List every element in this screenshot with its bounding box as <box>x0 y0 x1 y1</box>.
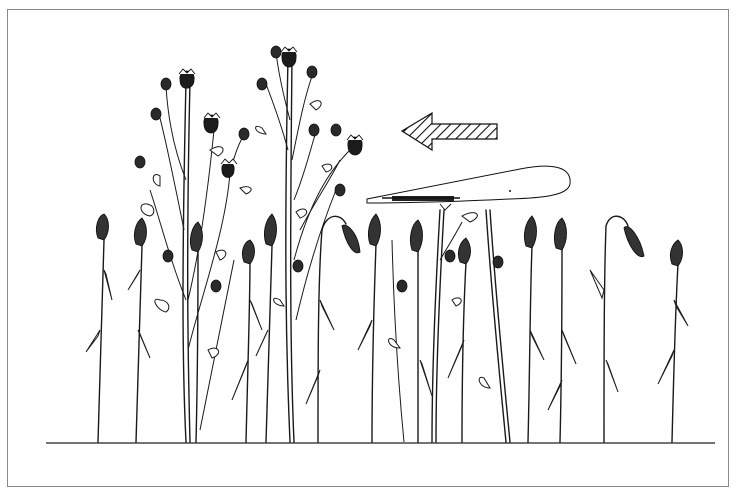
direction-arrow <box>402 113 497 150</box>
wiper-boom <box>367 166 570 210</box>
thistle-plant-left <box>135 69 251 442</box>
thistle-plant-center <box>389 210 510 442</box>
wheat-plants <box>86 214 688 442</box>
